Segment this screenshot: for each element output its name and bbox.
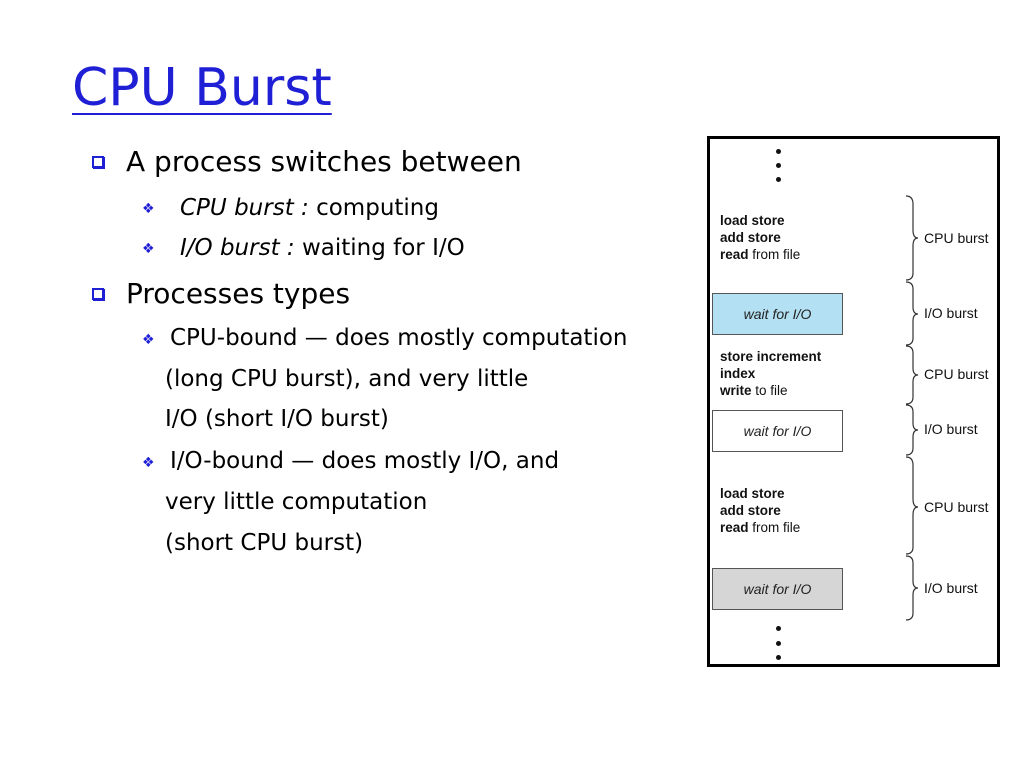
brace-icon xyxy=(905,345,919,405)
burst-label: I/O burst xyxy=(924,305,978,321)
diamond-bullet-icon: ❖ xyxy=(142,241,155,257)
ellipsis-dot xyxy=(776,655,781,660)
diamond-bullet-icon: ❖ xyxy=(142,201,155,217)
cpu-io-burst-diagram: load store add store read from file wait… xyxy=(707,136,1000,667)
sub-bullet-text: very little computation xyxy=(165,489,428,515)
wait-for-io-box: wait for I/O xyxy=(712,410,843,452)
bullet-text: A process switches between xyxy=(126,145,522,178)
ellipsis-dot xyxy=(776,626,781,631)
brace-icon xyxy=(905,555,919,621)
burst-label: CPU burst xyxy=(924,366,989,382)
square-bullet-icon xyxy=(92,288,104,300)
bullet-list: A process switches between ❖ CPU burst :… xyxy=(92,145,628,556)
code-block: store increment index write to file xyxy=(720,349,822,398)
wait-for-io-box: wait for I/O xyxy=(712,568,843,610)
ellipsis-dot xyxy=(776,177,781,182)
brace-icon xyxy=(905,404,919,456)
sub-bullet-text: I/O (short I/O burst) xyxy=(165,406,389,432)
ellipsis-dot xyxy=(776,641,781,646)
burst-label: CPU burst xyxy=(924,230,989,246)
slide-title: CPU Burst xyxy=(72,58,332,118)
brace-icon xyxy=(905,456,919,555)
sub-bullet-text: (long CPU burst), and very little xyxy=(165,366,529,392)
brace-icon xyxy=(905,281,919,346)
code-block: load store add store read from file xyxy=(720,213,801,262)
diamond-bullet-icon: ❖ xyxy=(142,455,155,471)
burst-label: I/O burst xyxy=(924,421,978,437)
code-block: load store add store read from file xyxy=(720,486,801,535)
bullet-text: Processes types xyxy=(126,277,351,310)
sub-bullet-text: I/O burst : waiting for I/O xyxy=(180,235,465,261)
square-bullet-icon xyxy=(92,156,104,168)
burst-label: I/O burst xyxy=(924,580,978,596)
sub-bullet-text: I/O-bound — does mostly I/O, and xyxy=(170,448,560,474)
burst-label: CPU burst xyxy=(924,499,989,515)
brace-icon xyxy=(905,195,919,281)
sub-bullet-text: CPU burst : computing xyxy=(180,195,439,221)
sub-bullet-text: CPU-bound — does mostly computation xyxy=(170,325,628,351)
ellipsis-dot xyxy=(776,149,781,154)
wait-for-io-box: wait for I/O xyxy=(712,293,843,335)
sub-bullet-text: (short CPU burst) xyxy=(165,530,364,556)
diamond-bullet-icon: ❖ xyxy=(142,332,155,348)
braces-graphic xyxy=(905,195,919,621)
ellipsis-dot xyxy=(776,163,781,168)
